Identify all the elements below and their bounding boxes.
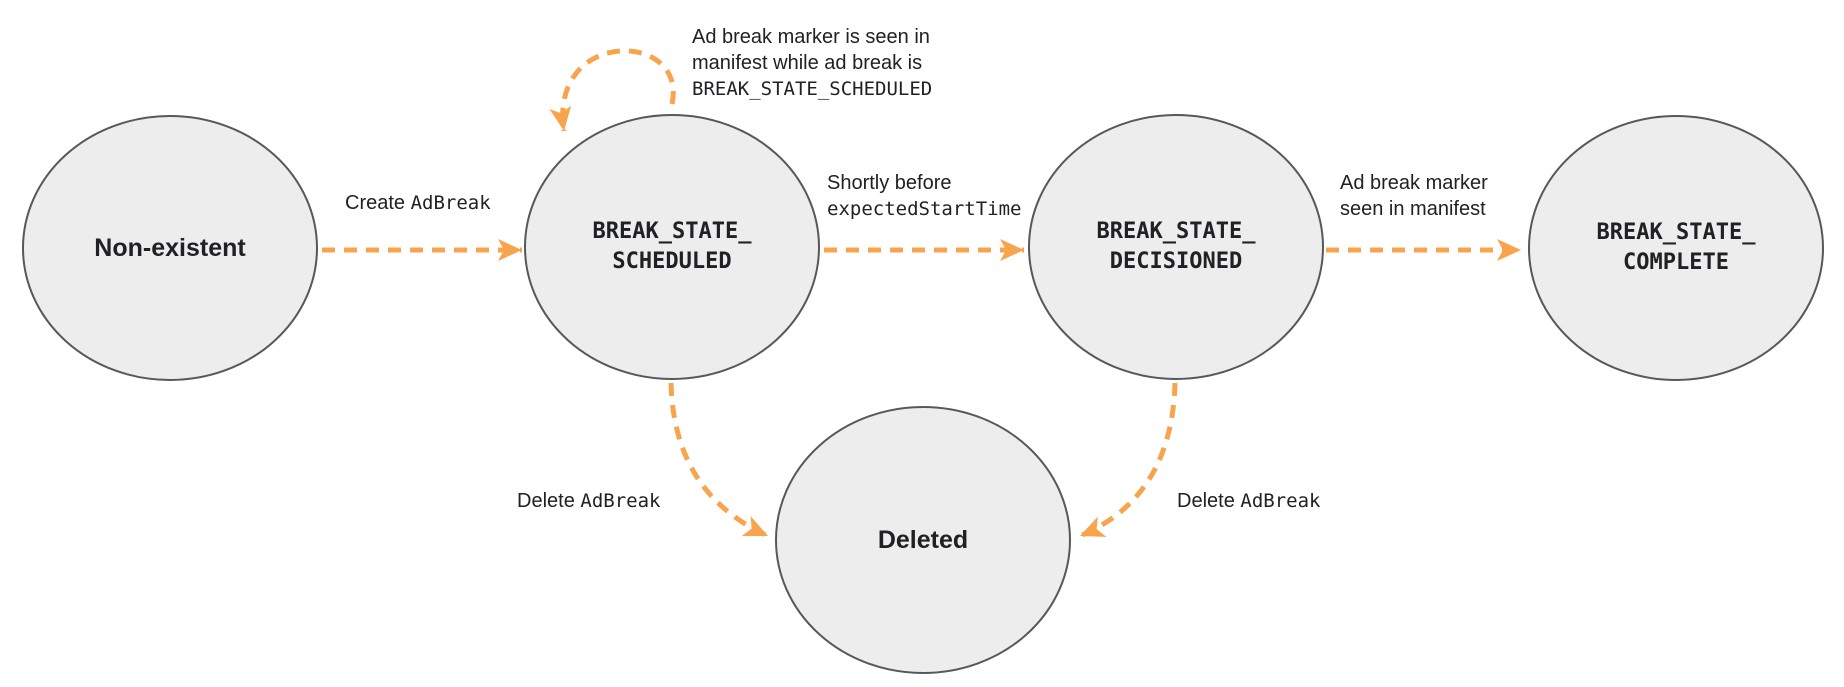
state-node-break-state-decisioned xyxy=(1028,114,1324,380)
transition-label-line: Create AdBreak xyxy=(345,190,491,216)
state-node-label-line: SCHEDULED xyxy=(612,249,732,274)
transition-label-segment: Ad break marker xyxy=(1340,172,1488,194)
state-node-label-break-state-decisioned: BREAK_STATE_ DECISIONED xyxy=(1097,217,1256,277)
transition-label-shortly-before-expected-start-time: Shortly before expectedStartTime xyxy=(827,170,1021,222)
transition-label-segment: expectedStartTime xyxy=(827,198,1022,220)
transition-label-line: expectedStartTime xyxy=(827,196,1021,222)
transition-label-segment: Delete xyxy=(517,490,581,512)
transition-delete-adbreak-from-scheduled xyxy=(668,382,770,539)
transition-label-delete-adbreak-from-scheduled: Delete AdBreak xyxy=(517,488,660,514)
state-node-non-existent xyxy=(22,115,318,381)
state-node-label-line: COMPLETE xyxy=(1623,250,1729,275)
state-node-label-line: BREAK_STATE_ xyxy=(592,219,752,244)
state-node-label-non-existent: Non-existent xyxy=(94,233,245,263)
transition-label-segment: Create xyxy=(345,192,411,214)
transition-label-segment: AdBreak xyxy=(410,192,491,214)
state-node-break-state-complete xyxy=(1528,115,1824,381)
transition-label-line: Delete AdBreak xyxy=(517,488,660,514)
state-node-label-line: BREAK_STATE_ xyxy=(1096,219,1256,244)
state-node-label-line: BREAK_STATE_ xyxy=(1596,220,1756,245)
state-node-deleted xyxy=(775,406,1071,674)
transition-label-segment: Delete xyxy=(1177,490,1241,512)
transition-delete-adbreak-from-decisioned xyxy=(1079,382,1178,539)
state-node-label-line: Non-existent xyxy=(94,234,246,262)
transition-label-line: Shortly before xyxy=(827,170,1021,196)
transition-label-ad-break-marker-seen-in-manifest: Ad break marker seen in manifest xyxy=(1340,170,1488,222)
transition-label-line: BREAK_STATE_SCHEDULED xyxy=(692,76,932,102)
transition-label-segment: AdBreak xyxy=(580,490,661,512)
state-node-label-line: DECISIONED xyxy=(1109,249,1243,274)
transition-label-segment: seen in manifest xyxy=(1340,198,1486,220)
transition-label-line: manifest while ad break is xyxy=(692,50,932,76)
transition-label-line: Delete AdBreak xyxy=(1177,488,1320,514)
state-node-label-break-state-scheduled: BREAK_STATE_ SCHEDULED xyxy=(593,217,752,277)
transition-label-scheduled-self-loop: Ad break marker is seen in manifest while… xyxy=(692,24,932,102)
transition-label-segment: Ad break marker is seen in xyxy=(692,26,930,48)
transition-label-line: Ad break marker is seen in xyxy=(692,24,932,50)
state-node-label-line: Deleted xyxy=(877,526,969,554)
state-node-break-state-scheduled xyxy=(524,114,820,380)
transition-label-segment: manifest while ad break is xyxy=(692,52,923,74)
transition-label-segment: Shortly before xyxy=(827,172,952,194)
state-node-label-deleted: Deleted xyxy=(878,525,968,555)
transition-label-delete-adbreak-from-decisioned: Delete AdBreak xyxy=(1177,488,1320,514)
transition-label-line: seen in manifest xyxy=(1340,196,1488,222)
transition-label-create-adbreak: Create AdBreak xyxy=(345,190,491,216)
transition-label-segment: AdBreak xyxy=(1240,490,1321,512)
transition-scheduled-self-loop xyxy=(549,48,676,132)
transition-label-segment: BREAK_STATE_SCHEDULED xyxy=(692,78,933,100)
state-node-label-break-state-complete: BREAK_STATE_ COMPLETE xyxy=(1597,218,1756,278)
transition-label-line: Ad break marker xyxy=(1340,170,1488,196)
